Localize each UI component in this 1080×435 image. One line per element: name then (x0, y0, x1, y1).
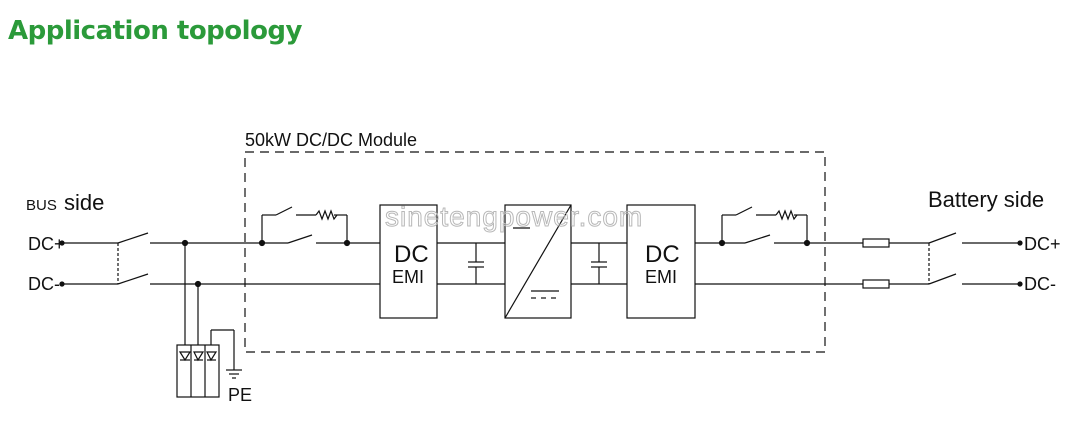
surge-protector (176, 243, 242, 398)
dcdc-converter (504, 204, 572, 319)
battery-dc-neg: DC- (1024, 274, 1056, 294)
emi-filter-right (626, 204, 696, 319)
battery-dc-pos: DC+ (1024, 234, 1061, 254)
module-boundary (244, 151, 826, 353)
bus-side-prefix: BUS (26, 197, 57, 214)
bus-dc-pos: DC+ (28, 234, 65, 254)
bus-dc-neg: DC- (28, 274, 60, 294)
emi-right-emi: EMI (645, 267, 677, 287)
module-label: 50kW DC/DC Module (245, 130, 417, 150)
emi-left-dc: DC (394, 241, 429, 268)
capacitor-left (437, 242, 505, 285)
page-title: Application topology (8, 16, 303, 46)
emi-filter-left (379, 204, 438, 319)
precharge-right (695, 206, 863, 285)
emi-left-emi: EMI (392, 267, 424, 287)
precharge-left (261, 206, 380, 244)
ground-label: PE (228, 385, 252, 405)
watermark: sinetengpower.com (385, 201, 643, 232)
emi-right-dc: DC (645, 241, 680, 268)
fuses (862, 238, 929, 289)
bus-breaker (117, 232, 380, 285)
capacitor-right (571, 242, 627, 285)
bus-side-label: side (64, 190, 104, 215)
bus-terminals (59, 240, 118, 287)
battery-breaker (928, 232, 1023, 287)
battery-side-label: Battery side (928, 187, 1044, 212)
